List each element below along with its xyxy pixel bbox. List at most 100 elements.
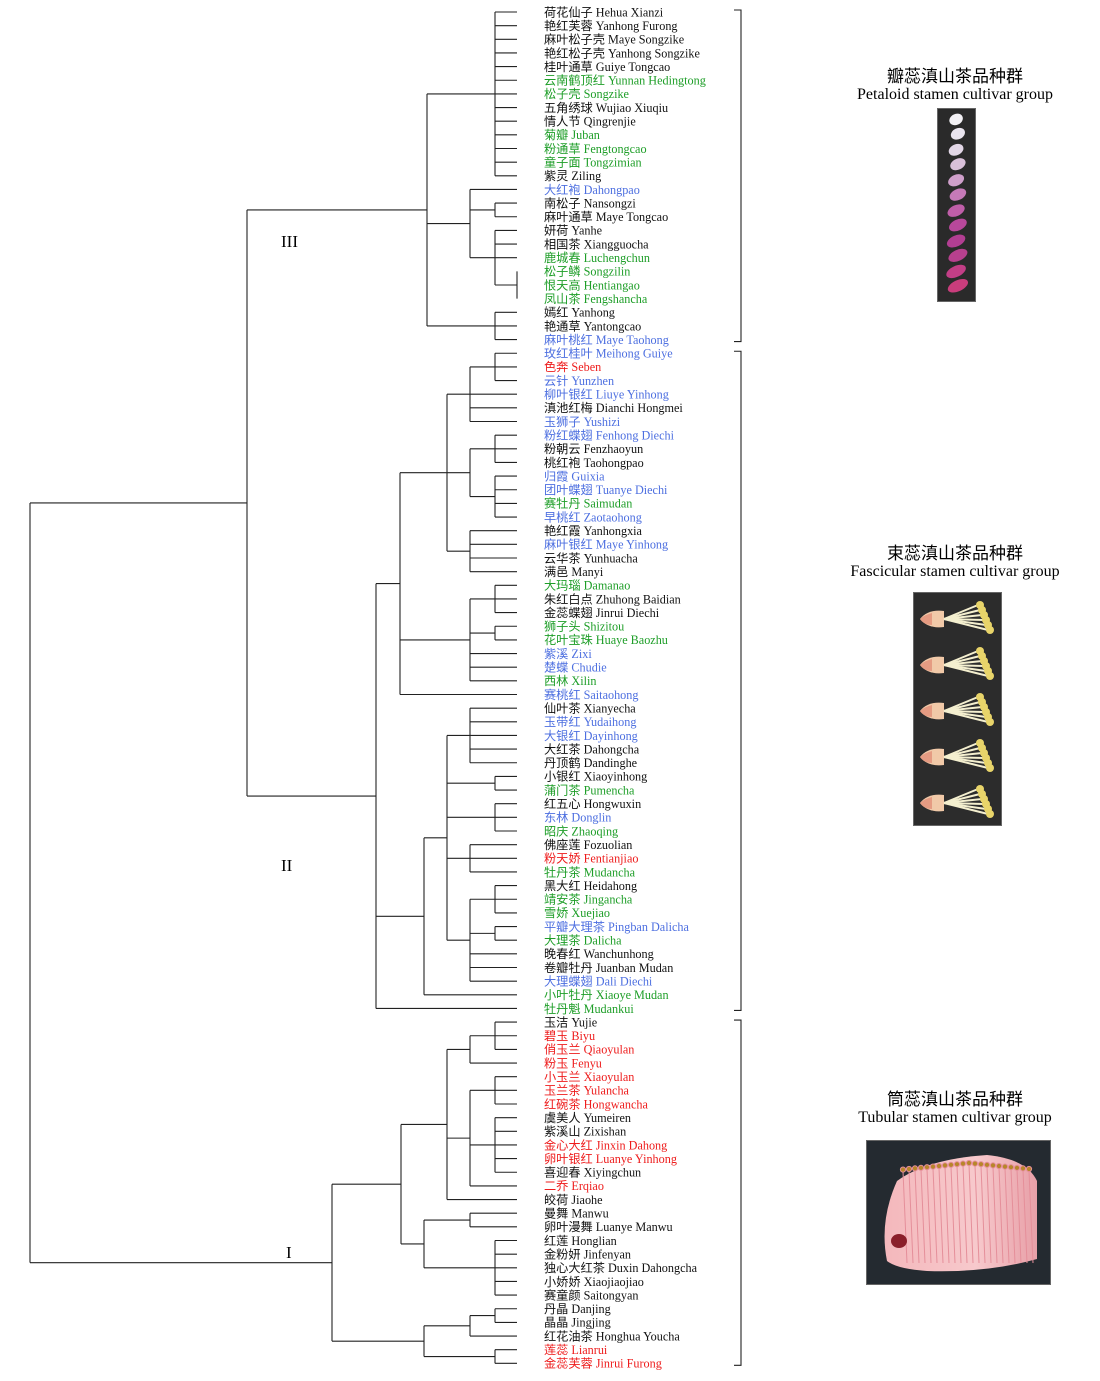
- leaf-label: 粉玉 Fenyu: [544, 1055, 602, 1070]
- leaf-label: 紫灵 Ziling: [544, 169, 601, 183]
- clade-label-II: II: [281, 856, 293, 875]
- anther-dot: [905, 1165, 913, 1173]
- leaf-label: 西林 Xilin: [544, 674, 596, 688]
- leaf-label: 大红袍 Dahongpao: [544, 182, 640, 197]
- filament-line: [908, 1170, 914, 1264]
- leaf-label: 大玛瑙 Damanao: [544, 579, 630, 593]
- petal-shape: [950, 158, 966, 171]
- leaf-label: 曼舞 Manwu: [544, 1207, 609, 1221]
- leaf-label: 玉带红 Yudaihong: [544, 714, 636, 729]
- petal-shape: [947, 279, 969, 293]
- leaf-label: 粉天娇 Fentianjiao: [544, 851, 638, 866]
- leaf-label: 大理蝶翅 Dali Diechi: [544, 973, 653, 988]
- leaf-label: 凤山茶 Fengshancha: [544, 291, 648, 306]
- anther-dot: [989, 1162, 997, 1169]
- leaf-label: 卵叶漫舞 Luanye Manwu: [544, 1220, 673, 1234]
- leaf-label: 满邑 Manyi: [544, 565, 604, 579]
- group-bracket: [734, 350, 742, 1011]
- filament-line: [974, 1165, 980, 1264]
- filament-line: [950, 1166, 956, 1264]
- leaf-label: 艳通草 Yantongcao: [544, 318, 641, 333]
- leaf-label: 玫红桂叶 Meihong Guiye: [544, 346, 673, 361]
- filament-line: [986, 1166, 992, 1264]
- leaf-label: 赛桃红 Saitaohong: [544, 687, 638, 702]
- leaf-label: 金蕊芙蓉 Jinrui Furong: [544, 1356, 662, 1371]
- filament-line: [962, 1165, 968, 1264]
- leaf-label: 东林 Donglin: [544, 811, 611, 825]
- anther-dot: [1007, 1164, 1015, 1171]
- leaf-label: 五角绣球 Wujiao Xiuqiu: [544, 101, 668, 115]
- leaf-label: 紫溪山 Zixishan: [544, 1125, 626, 1139]
- anther-dot: [899, 1166, 907, 1173]
- leaf-label: 小娇娇 Xiaojiaojiao: [544, 1275, 644, 1289]
- leaf-label: 麻叶桃红 Maye Taohong: [544, 332, 669, 347]
- leaf-label: 归霞 Guixia: [544, 469, 605, 483]
- leaf-label: 丹顶鹤 Dandinghe: [544, 755, 637, 770]
- anther-dot: [959, 1160, 967, 1167]
- leaf-label: 丹晶 Danjing: [544, 1302, 611, 1316]
- leaf-label: 莲蕊 Lianrui: [544, 1343, 608, 1357]
- petal-shape: [949, 218, 967, 232]
- petal-shape: [948, 174, 965, 187]
- anther-dot: [911, 1165, 919, 1172]
- petaloid-group-title-en: Petaloid stamen cultivar group: [857, 86, 1053, 103]
- leaf-label: 卷瓣牡丹 Juanban Mudan: [544, 960, 673, 975]
- leaf-label: 粉通草 Fengtongcao: [544, 141, 647, 156]
- petal-shape: [949, 188, 967, 201]
- leaf-label: 靖安茶 Jingancha: [544, 892, 633, 907]
- leaf-label: 大银红 Dayinhong: [544, 728, 638, 743]
- leaf-label: 松子鳞 Songzilin: [544, 265, 630, 279]
- leaf-label: 虞美人 Yumeiren: [544, 1111, 631, 1125]
- petal-shape: [946, 264, 966, 279]
- filament-line: [902, 1171, 908, 1264]
- leaf-label: 牡丹茶 Mudancha: [544, 864, 636, 879]
- petal-series-image: [937, 108, 976, 302]
- leaf-label: 荷花仙子 Hehua Xianzi: [544, 4, 664, 19]
- filament-line: [992, 1167, 998, 1264]
- anther-dot: [935, 1162, 943, 1170]
- leaf-label: 紫溪 Zixi: [544, 647, 592, 661]
- leaf-label: 色奔 Seben: [544, 360, 601, 374]
- leaf-label: 妍荷 Yanhe: [544, 224, 602, 238]
- leaf-label: 大红茶 Dahongcha: [544, 741, 640, 756]
- leaf-label: 喜迎春 Xiyingchun: [544, 1166, 641, 1180]
- stamen-bundle: [920, 601, 994, 634]
- leaf-label: 南松子 Nansongzi: [544, 195, 636, 210]
- filament-line: [956, 1166, 962, 1264]
- leaf-label: 滇池红梅 Dianchi Hongmei: [544, 400, 683, 415]
- filament-line: [1016, 1169, 1022, 1264]
- anther-dot: [1001, 1163, 1009, 1170]
- anther-dot: [1019, 1165, 1027, 1172]
- leaf-label: 柳叶银红 Liuye Yinhong: [544, 387, 669, 402]
- leaf-label: 黑大红 Heidahong: [544, 878, 637, 893]
- leaf-label: 相国茶 Xiangguocha: [544, 236, 649, 251]
- anther-dot: [995, 1162, 1003, 1170]
- leaf-label: 艳红霞 Yanhongxia: [544, 523, 643, 538]
- leaf-label: 鹿城春 Luchengchun: [544, 250, 650, 265]
- filament-line: [1022, 1170, 1028, 1264]
- stamen-bundle: [920, 647, 994, 680]
- leaf-label: 菊瓣 Juban: [544, 128, 600, 142]
- filament-line: [980, 1166, 986, 1264]
- leaf-label: 金心大红 Jinxin Dahong: [544, 1137, 667, 1152]
- leaf-label: 晚春红 Wanchunhong: [544, 946, 654, 961]
- leaf-label: 卵叶银红 Luanye Yinhong: [544, 1151, 677, 1166]
- anther-dot: [983, 1161, 991, 1168]
- leaf-label: 云针 Yunzhen: [544, 373, 614, 388]
- petal-shape: [949, 113, 963, 126]
- leaf-label: 嫣红 Yanhong: [544, 305, 615, 320]
- petal-shape: [948, 143, 964, 156]
- leaf-label: 红莲 Honglian: [544, 1233, 617, 1248]
- leaf-label: 玉狮子 Yushizi: [544, 415, 621, 429]
- anther-dot: [953, 1161, 961, 1168]
- leaf-label: 小叶牡丹 Xiaoye Mudan: [544, 987, 669, 1002]
- petal-shape: [950, 127, 965, 140]
- anther-dot: [929, 1163, 937, 1170]
- group-bracket: [734, 9, 742, 343]
- leaf-label: 朱红白点 Zhuhong Baidian: [544, 591, 681, 606]
- tubular-group-title-en: Tubular stamen cultivar group: [858, 1109, 1052, 1126]
- stamen-bundle: [920, 693, 994, 726]
- leaf-label: 皎荷 Jiaohe: [544, 1192, 603, 1207]
- anther-dot: [1025, 1165, 1033, 1173]
- leaf-label: 云南鹤顶红 Yunnan Hedingtong: [544, 73, 706, 88]
